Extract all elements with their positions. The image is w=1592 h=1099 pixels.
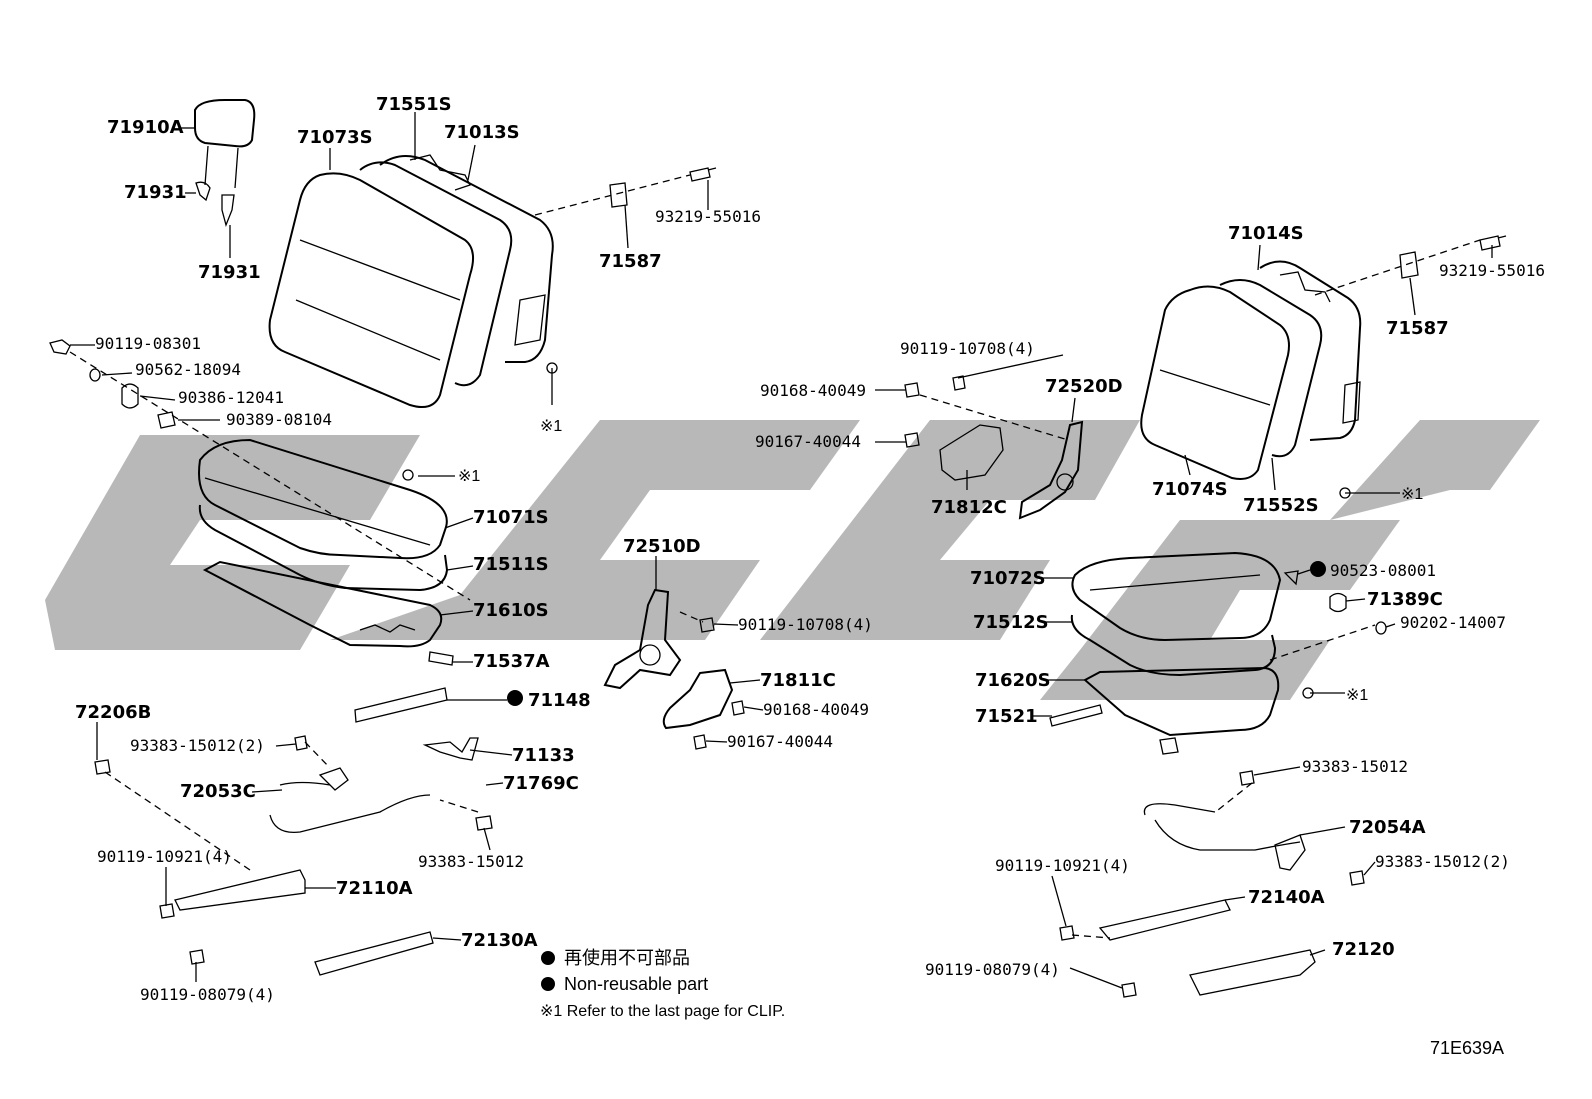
non-reusable-markers [507, 561, 1326, 706]
label-71610S: 71610S [473, 600, 549, 621]
label-71551S: 71551S [376, 94, 452, 115]
label-90523-08001: 90523-08001 [1330, 561, 1436, 580]
label-71013S: 71013S [444, 122, 520, 143]
legend: 再使用不可部品 Non-reusable part ※1 Refer to th… [540, 948, 785, 1020]
legend-en-text: Non-reusable part [564, 974, 708, 994]
label-72130A: 72130A [461, 930, 538, 951]
label-90119-08079-4-right: 90119-08079(4) [925, 960, 1060, 979]
label-71512S: 71512S [973, 612, 1049, 633]
clip-markers [402, 362, 1351, 699]
diagram-id: 71E639A [1430, 1038, 1504, 1058]
clip-marker-1: ※1 [540, 418, 562, 435]
label-72120: 72120 [1332, 939, 1395, 960]
label-71511S: 71511S [473, 554, 549, 575]
clip-note: ※1 Refer to the last page for CLIP. [540, 1003, 785, 1020]
label-90562-18094: 90562-18094 [135, 360, 241, 379]
label-71014S: 71014S [1228, 223, 1304, 244]
label-71552S: 71552S [1243, 495, 1319, 516]
label-93383-15012-2-left: 93383-15012(2) [130, 736, 265, 755]
label-90119-10921-4-left: 90119-10921(4) [97, 847, 232, 866]
label-71537A: 71537A [473, 651, 550, 672]
right-seat-drawing [1049, 235, 1507, 998]
clip-marker-4: ※1 [1346, 687, 1368, 704]
label-71587-left: 71587 [599, 251, 662, 272]
clip-marker-2: ※1 [458, 468, 480, 485]
label-72053C: 72053C [180, 781, 256, 802]
label-90167-40044-upper: 90167-40044 [755, 432, 861, 451]
label-90386-12041: 90386-12041 [178, 388, 284, 407]
label-90168-40049-center: 90168-40049 [763, 700, 869, 719]
label-71133: 71133 [512, 745, 575, 766]
legend-dot-en [541, 977, 555, 991]
label-72520D: 72520D [1045, 376, 1123, 397]
label-90168-40049-upper: 90168-40049 [760, 381, 866, 400]
label-72054A: 72054A [1349, 817, 1426, 838]
label-90119-08301: 90119-08301 [95, 334, 201, 353]
label-93383-15012-right: 93383-15012 [1302, 757, 1408, 776]
label-93219-55016-right: 93219-55016 [1439, 261, 1545, 280]
label-71074S: 71074S [1152, 479, 1228, 500]
label-93383-15012-left: 93383-15012 [418, 852, 524, 871]
label-72510D: 72510D [623, 536, 701, 557]
label-71073S: 71073S [297, 127, 373, 148]
label-90167-40044-center: 90167-40044 [727, 732, 833, 751]
label-90119-10921-4-right: 90119-10921(4) [995, 856, 1130, 875]
label-90119-10708-4-center: 90119-10708(4) [738, 615, 873, 634]
label-93219-55016-left: 93219-55016 [655, 207, 761, 226]
label-71072S: 71072S [970, 568, 1046, 589]
legend-dot-jp [541, 951, 555, 965]
label-90119-10708-4-upper: 90119-10708(4) [900, 339, 1035, 358]
leader-lines [70, 112, 1493, 989]
label-71620S: 71620S [975, 670, 1051, 691]
label-90389-08104: 90389-08104 [226, 410, 332, 429]
label-71812C: 71812C [931, 497, 1007, 518]
clip-marker-3: ※1 [1401, 486, 1423, 503]
label-90202-14007: 90202-14007 [1400, 613, 1506, 632]
label-90119-08079-4-left: 90119-08079(4) [140, 985, 275, 1004]
label-93383-15012-2-right: 93383-15012(2) [1375, 852, 1510, 871]
label-71521: 71521 [975, 706, 1038, 727]
label-72140A: 72140A [1248, 887, 1325, 908]
label-72110A: 72110A [336, 878, 413, 899]
label-71148: 71148 [528, 690, 591, 711]
left-seat-drawing [49, 99, 717, 976]
label-71071S: 71071S [473, 507, 549, 528]
label-71769C: 71769C [503, 773, 579, 794]
center-parts-drawing [603, 375, 1084, 750]
label-71931-lower: 71931 [198, 262, 261, 283]
label-71931-upper: 71931 [124, 182, 187, 203]
watermark [45, 420, 1540, 700]
legend-jp-text: 再使用不可部品 [564, 948, 690, 968]
label-71389C: 71389C [1367, 589, 1443, 610]
label-71910A: 71910A [107, 117, 184, 138]
part-labels: 71910A 71931 71931 71073S 71551S 71013S … [75, 94, 1545, 1004]
label-71587-right: 71587 [1386, 318, 1449, 339]
label-71811C: 71811C [760, 670, 836, 691]
label-72206B: 72206B [75, 702, 151, 723]
